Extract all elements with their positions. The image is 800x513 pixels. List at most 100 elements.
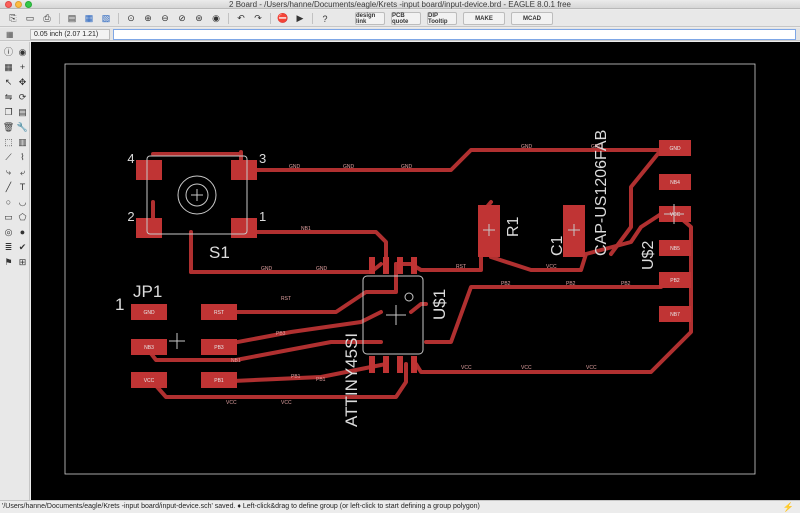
trace-pb2 [424,285,663,344]
zoom-fit-icon[interactable]: ⊙ [127,13,135,23]
trace-vcc-right [414,212,693,374]
ripup-icon[interactable]: ⤶ [19,167,26,177]
pad-label-u2-nb5: NB5 [670,246,680,252]
window-title: 2 Board - /Users/hanne/Documents/eagle/K… [229,0,571,9]
u1-pin-4 [411,356,417,373]
polygon-icon[interactable]: ⬠ [18,212,27,222]
trace-gnd-top [239,148,663,172]
split-icon[interactable]: ⟋ [5,152,12,162]
board-outline [64,63,756,475]
schematic-icon[interactable]: ▧ [101,13,111,23]
arc-icon[interactable]: ◡ [18,197,27,207]
jp1-pin-label: 1 [115,295,124,314]
net-label-gnd-4: GND [521,144,533,150]
autorouter-icon[interactable]: ⊞ [18,257,27,267]
mark-icon[interactable]: + [19,62,26,72]
mirror-icon[interactable]: ⇋ [4,92,13,102]
u1-pin-7 [383,257,389,274]
u2-pad-nb7 [659,306,691,322]
u1-name-label: U$1 [430,289,449,320]
net-label-gnd-2: GND [343,164,355,170]
group-icon[interactable]: ⬚ [4,137,13,147]
rotate-icon[interactable]: ⟳ [18,92,27,102]
close-window-button[interactable] [5,1,12,8]
pcb-quote-button[interactable]: PCB quote [391,12,421,25]
select-icon[interactable]: ↖ [4,77,13,87]
hole-icon[interactable]: ● [19,227,26,237]
trace-u1-stub [409,302,428,314]
board-canvas[interactable]: 4 3 2 1 S1 JP1 1 ATTINY45SI U$1 R1 C1 CA… [31,42,800,500]
main-toolbar: ⎘ ▭ ⎙ ▤ ▦ ▧ ⊙ ⊕ ⊖ ⊘ ⊛ ◉ ↶ ↷ ⛔ ▶? design link PCB quote DIP… [0,10,800,27]
design-link-button[interactable]: design link [355,12,385,25]
u2-pad-gnd [659,140,691,156]
make-button[interactable]: MAKE [463,12,505,25]
erc-icon[interactable]: ⚑ [4,257,13,267]
text-icon[interactable]: T [19,182,26,192]
info-icon[interactable]: ⓘ [3,47,13,57]
move-icon[interactable]: ✥ [18,77,27,87]
s1-pad-4 [136,160,162,180]
redo-icon[interactable]: ↷ [254,13,262,23]
s1-pad-2 [136,218,162,238]
optimize-icon[interactable]: ⌇ [20,152,25,162]
undo-icon[interactable]: ↶ [237,13,245,23]
copy-icon[interactable]: ❐ [4,107,13,117]
jp1-pad-gnd [131,304,167,320]
board-icon[interactable]: ▦ [84,13,94,23]
change-icon[interactable]: 🔧 [16,122,29,132]
maximize-window-button[interactable] [25,1,32,8]
minimize-window-button[interactable] [15,1,22,8]
print-icon[interactable]: ⎙ [43,13,51,23]
via-icon[interactable]: ◎ [4,227,13,237]
mcad-button[interactable]: MCAD [511,12,553,25]
display-icon[interactable]: ▦ [4,62,13,72]
pad-label-jp-vcc: VCC [144,378,155,384]
jp1-name-label: JP1 [133,282,162,301]
net-label-pb2-1: PB2 [501,281,511,287]
traces [144,148,693,399]
paste-icon-2[interactable]: ▥ [18,137,27,147]
save-icon[interactable]: ▭ [25,13,35,23]
stop-icon[interactable]: ⛔ [277,13,289,23]
s1-name-label: S1 [209,243,230,262]
net-label-pb3-1: PB3 [276,331,286,337]
paste-icon[interactable]: ▤ [18,107,27,117]
toolbar-separator [312,13,313,24]
cam-icon[interactable]: ▤ [67,13,77,23]
zoom-select-icon[interactable]: ⊘ [178,13,186,23]
net-label-pb2-2: PB2 [566,281,576,287]
silkscreen [146,155,684,355]
wire-icon[interactable]: ╱ [5,182,12,192]
pad-label-u2-nb7: NB7 [670,312,680,318]
grid-icon[interactable]: ▦ [6,30,14,39]
component-labels: 4 3 2 1 S1 JP1 1 ATTINY45SI U$1 R1 C1 CA… [115,130,657,427]
open-icon[interactable]: ⎘ [9,13,17,23]
zoom-area-icon[interactable]: ⊛ [195,13,203,23]
u1-pin-1 [369,356,375,373]
net-labels: GND GND GND GND GND NB1 GND GND RST RST … [226,144,631,406]
go-icon[interactable]: ▶ [296,13,304,23]
zoom-in-icon[interactable]: ⊕ [144,13,152,23]
s1-pin4-label: 4 [127,151,134,166]
coordinate-display: 0.05 inch (2.07 1.21) [30,29,110,40]
show-icon[interactable]: ◉ [18,47,27,57]
redraw-icon[interactable]: ◉ [212,13,220,23]
pad-label-u2-nb4: NB4 [670,180,680,186]
status-bar: '/Users/hanne/Documents/eagle/Krets -inp… [0,500,800,513]
u1-pin-5 [411,257,417,274]
route-icon[interactable]: ⤷ [5,167,12,177]
trace-pb3 [209,310,383,349]
toolbar-separator [59,13,60,24]
jp1-pad-vcc [131,372,167,388]
help-icon[interactable]: ? [322,13,328,24]
drc-icon[interactable]: ✔ [18,242,27,252]
command-input[interactable] [113,29,796,40]
zoom-out-icon[interactable]: ⊖ [161,13,169,23]
c1-value-label: CAP-US1206FAB [593,130,610,256]
circle-icon[interactable]: ○ [5,197,12,207]
rect-icon[interactable]: ▭ [4,212,13,222]
net-label-gnd-3: GND [401,164,413,170]
dip-tooltip-button[interactable]: DIP Tooltip [427,12,457,25]
attribute-icon[interactable]: ≣ [4,242,13,252]
delete-icon[interactable]: 🗑 [2,122,15,132]
